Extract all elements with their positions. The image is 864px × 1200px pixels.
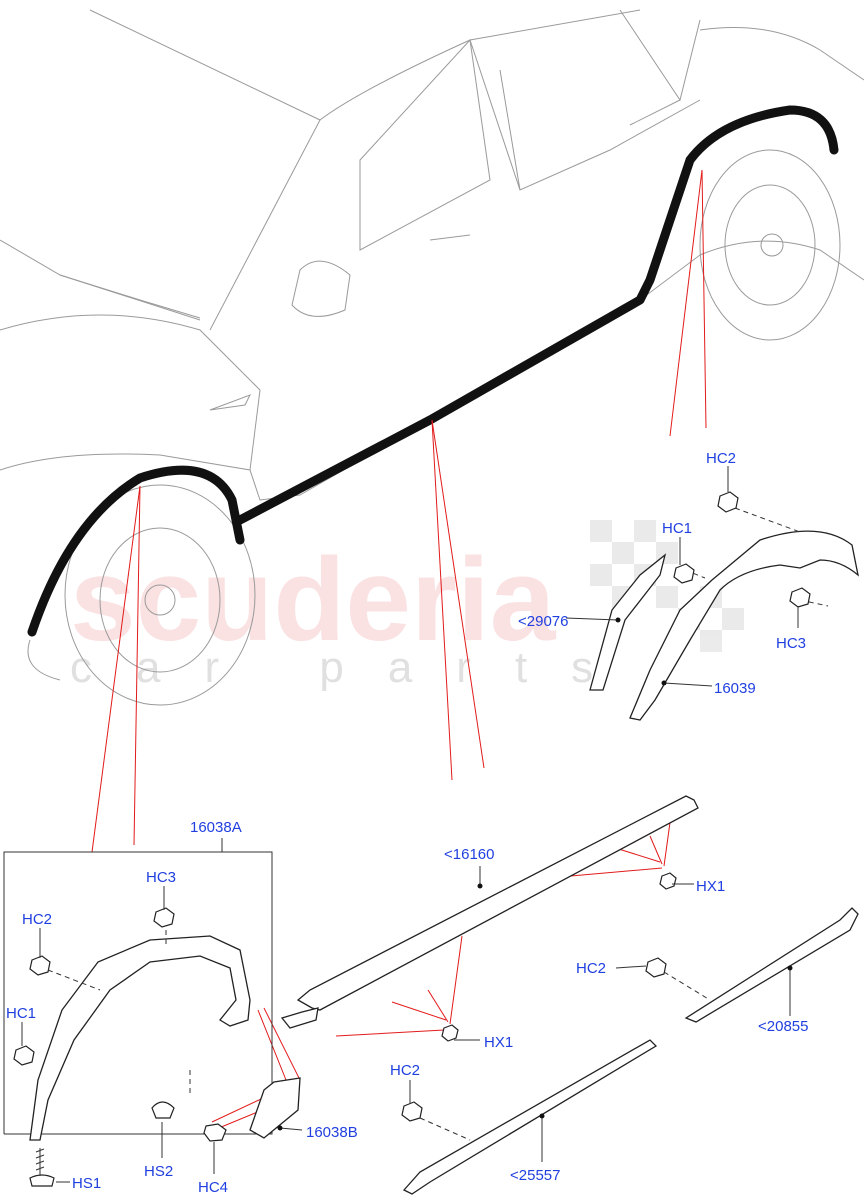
part-25557[interactable] — [402, 1039, 658, 1195]
label-29076: <29076 — [518, 613, 568, 630]
label-hx1-right: HX1 — [696, 878, 725, 895]
clip-hc3-left[interactable] — [153, 907, 175, 928]
label-hc2-top: HC2 — [706, 450, 736, 467]
clip-hc2-bottom[interactable] — [401, 1101, 423, 1122]
clip-hc2-left[interactable] — [29, 955, 51, 976]
label-20855: <20855 — [758, 1018, 808, 1035]
part-20855[interactable] — [684, 907, 859, 1023]
part-16160[interactable] — [296, 795, 699, 1011]
label-hc1-left: HC1 — [6, 1005, 36, 1022]
rear-arch-parts — [565, 466, 859, 721]
label-hc2-bottom: HC2 — [390, 1062, 420, 1079]
label-hs2: HS2 — [144, 1163, 173, 1180]
label-16039: 16039 — [714, 680, 756, 697]
red-leaders — [91, 169, 707, 1131]
label-16038b: 16038B — [306, 1124, 358, 1141]
watermark-brand: scuderia — [70, 534, 557, 666]
label-hc2-left: HC2 — [22, 911, 52, 928]
label-hc3-top: HC3 — [776, 635, 806, 652]
watermark-sub: car parts — [70, 643, 637, 692]
part-16038a[interactable] — [29, 935, 251, 1141]
label-16038a: 16038A — [190, 819, 242, 836]
label-hc2-mid: HC2 — [576, 960, 606, 977]
clip-hc4[interactable] — [203, 1123, 227, 1142]
clip-hc1-left[interactable] — [13, 1045, 35, 1066]
clip-hc1-top[interactable] — [673, 563, 695, 584]
label-25557: <25557 — [510, 1167, 560, 1184]
sill-parts — [280, 795, 859, 1195]
label-hx1-left: HX1 — [484, 1034, 513, 1051]
label-hc3-left: HC3 — [146, 869, 176, 886]
label-hc4: HC4 — [198, 1179, 228, 1196]
screw-hs2[interactable] — [151, 1101, 175, 1119]
label-16160: <16160 — [444, 846, 494, 863]
label-hc1-top: HC1 — [662, 520, 692, 537]
clip-hc3-top[interactable] — [789, 587, 811, 608]
clip-hx1-left[interactable] — [441, 1024, 459, 1042]
front-arch-assembly — [3, 838, 303, 1187]
clip-hc2-mid[interactable] — [645, 957, 667, 978]
part-29076[interactable] — [589, 553, 667, 691]
screw-hs1[interactable] — [29, 1174, 55, 1187]
part-16039[interactable] — [629, 530, 859, 721]
vehicle-outline — [0, 9, 864, 706]
vehicle-trim-highlight — [27, 105, 839, 637]
watermark: scuderia car parts — [70, 520, 744, 692]
clip-hx1-right[interactable] — [659, 872, 677, 890]
clip-hc2-top[interactable] — [717, 491, 739, 513]
label-hs1: HS1 — [72, 1175, 101, 1192]
part-labels: HC2 HC1 HC3 <29076 16039 16038A <16160 H… — [6, 450, 808, 1196]
part-16038b[interactable] — [249, 1077, 301, 1139]
